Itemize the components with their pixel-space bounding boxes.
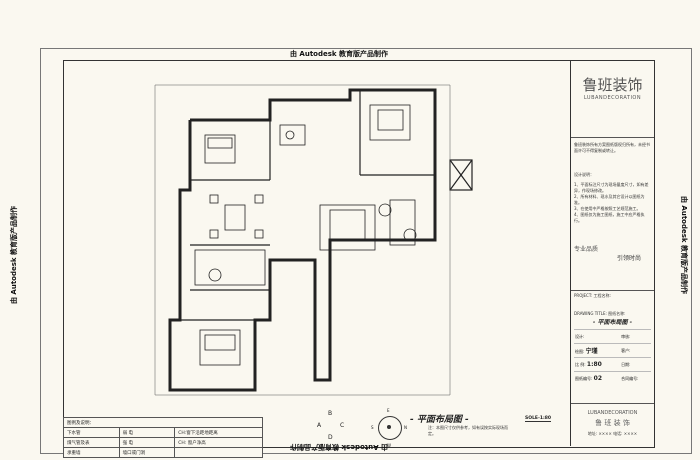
compass-w: W xyxy=(387,443,391,448)
compass-e: E xyxy=(387,408,390,413)
designer-label: 设计: xyxy=(575,333,585,339)
scale-value: 1:80 xyxy=(586,361,602,368)
notes-item: 3、在使用中严格按照工艺规范施工。 xyxy=(574,206,641,211)
watermark-top: 由 Autodesk 教育版产品制作 xyxy=(290,50,389,58)
axis-markers: B A C D xyxy=(315,410,351,446)
brand-name-en: LUBANDECORATION xyxy=(583,95,642,101)
company-en: LUBANDECORATION xyxy=(587,410,638,416)
legend-item: CH:窗下沿距地距离 xyxy=(174,427,263,438)
drawn-value: 宁瑾 xyxy=(585,348,598,355)
company-address: 地址: ×××× 电话: ×××× xyxy=(587,431,638,436)
date-label: 日期: xyxy=(621,361,631,367)
watermark-right: 由 Autodesk 教育版产品制作 xyxy=(680,195,689,295)
notes-item: 2、所有材料、现水及其它设计以图纸为准。 xyxy=(574,194,645,205)
drawing-title: - 平面布局图 - xyxy=(592,319,633,326)
titleblock-grid: 设计: 审核: 绘图: 宁瑾 客户: 比 例: 1:80 日期: 图纸编号: 02 合同… xyxy=(574,329,651,386)
brand-name-cn: 鲁班装饰 xyxy=(582,76,643,94)
contract-label: 合同编号: xyxy=(621,375,639,381)
legend-item: 墙口或门洞 xyxy=(118,447,176,458)
floor-plan xyxy=(154,84,473,396)
notes-item: 4、图纸仅为施工图纸，施工中应严格执行。 xyxy=(574,212,645,223)
sheet-label: 图纸编号: xyxy=(575,376,593,382)
legend-item: 下水管 xyxy=(63,427,120,438)
outer-frame xyxy=(40,48,692,454)
watermark-left: 由 Autodesk 教育版产品制作 xyxy=(10,205,19,305)
scale-text: SOLE-1:80 xyxy=(525,416,552,422)
axis-a: A xyxy=(317,422,322,429)
legend-item: 承重墙 xyxy=(63,447,120,458)
notes-intro: 鲁班装饰所有方案图纸版权归所有，未经书面许可不得复制或转让。 xyxy=(574,142,650,153)
design-notes: 鲁班装饰所有方案图纸版权归所有，未经书面许可不得复制或转让。 设计说明： 1、平… xyxy=(571,137,654,266)
slogan-right: 引领时尚 xyxy=(616,255,641,262)
legend-item: CH: 窗户净高 xyxy=(174,437,263,448)
axis-d: D xyxy=(328,434,333,441)
legend-item: 煤气管及表 xyxy=(63,437,120,448)
plan-title: - 平面布局图 - xyxy=(410,415,469,425)
company-cn: 鲁 班 装 饰 xyxy=(595,419,630,427)
notes-title: 设计说明： xyxy=(574,172,594,177)
compass-circle-icon xyxy=(378,416,402,440)
approved-label: 审核: xyxy=(621,333,631,339)
axis-c: C xyxy=(340,422,345,429)
legend-item: 强 电 xyxy=(118,437,176,448)
compass: E S N W xyxy=(370,408,410,448)
compass-center-icon xyxy=(387,425,391,429)
drawing-label: DRAWING TITLE: 图纸名称: xyxy=(574,311,626,316)
compass-n: N xyxy=(404,425,407,430)
furniture xyxy=(194,104,417,366)
sheet-value: 02 xyxy=(593,375,602,383)
inner-frame xyxy=(63,60,655,448)
client-label: 客户: xyxy=(621,347,631,353)
legend-item: 弱 电 xyxy=(118,427,176,438)
legend-item xyxy=(174,447,263,458)
legend-title: 图例及说明： xyxy=(63,417,263,428)
notes-item: 1、平面标注尺寸为现场量度尺寸，如有差异，作现场修改。 xyxy=(574,182,649,193)
axis-b: B xyxy=(328,410,333,417)
title-block: 鲁班装饰 LUBANDECORATION 鲁班装饰所有方案图纸版权归所有，未经书… xyxy=(570,60,654,446)
scale-label: 比 例: xyxy=(575,362,586,367)
drawn-label: 绘图: xyxy=(575,349,585,354)
compass-s: S xyxy=(371,425,374,430)
plan-note: 注：本图尺寸仅供参考，如有误按实际现场而定。 xyxy=(428,425,508,436)
slogan-left: 专业品质 xyxy=(574,246,599,253)
project-label: PROJECT: 工程名称: xyxy=(574,293,611,298)
